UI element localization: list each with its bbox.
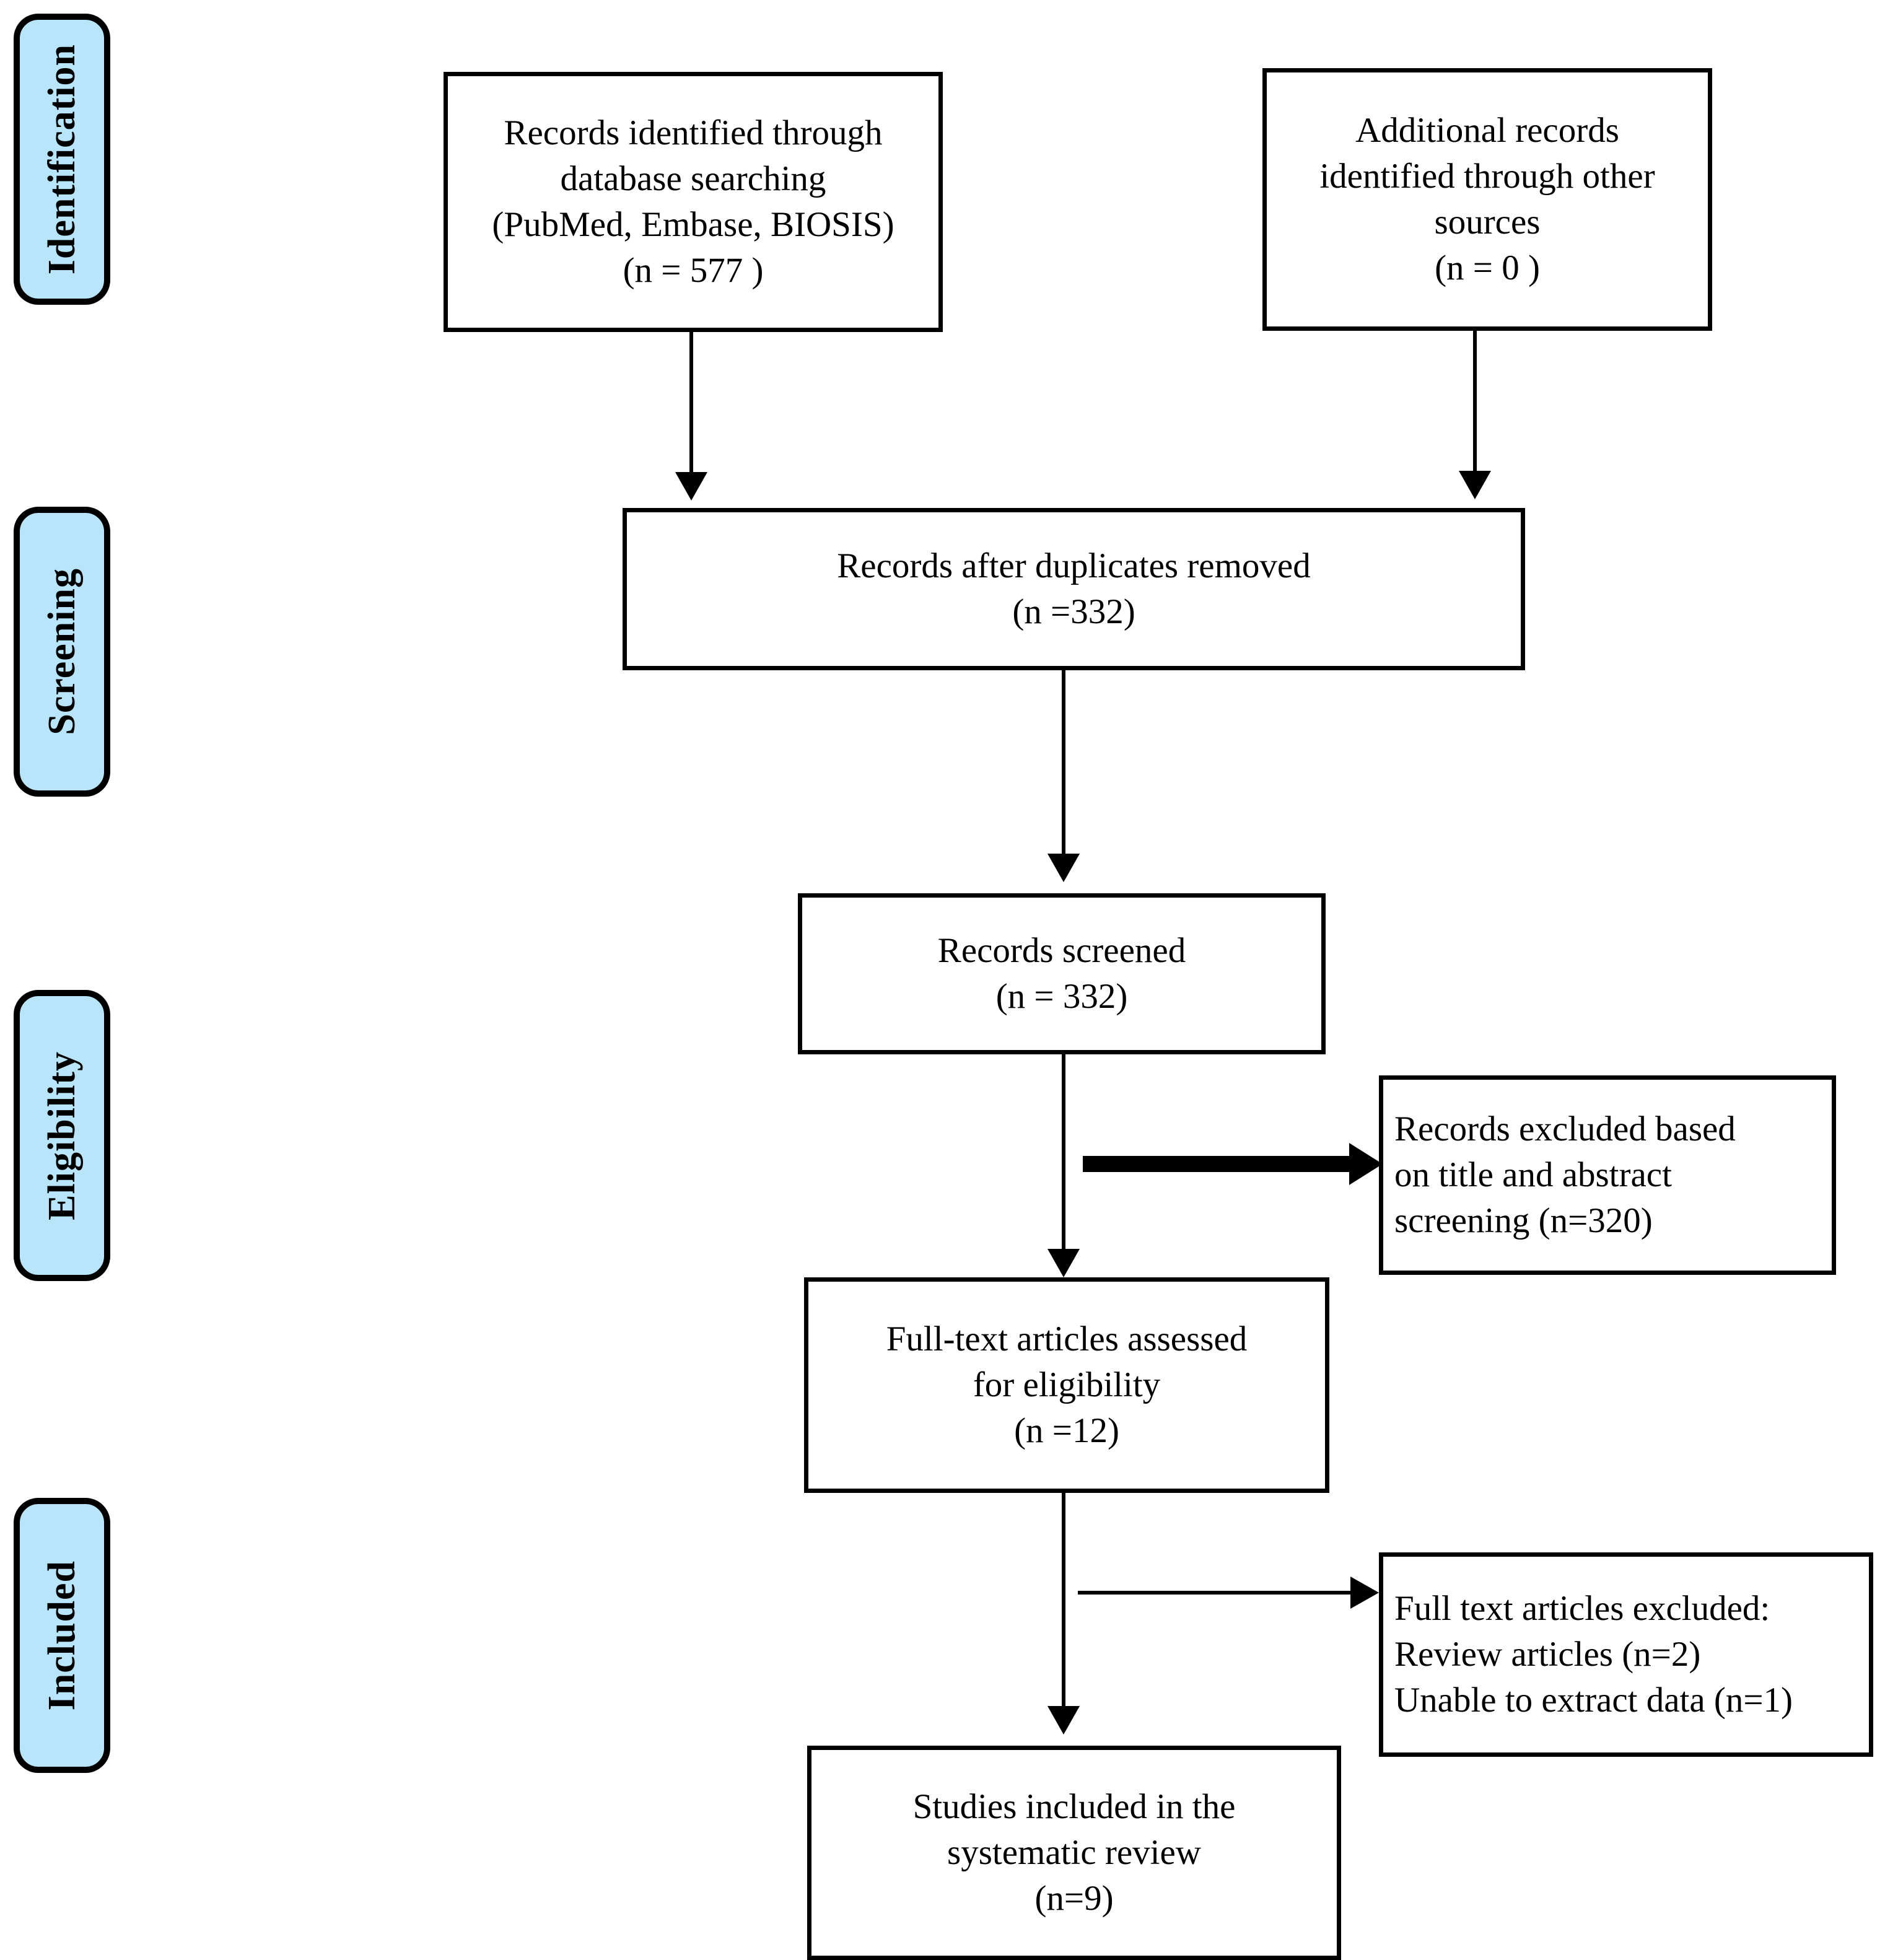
stage-label-identification: Identification: [14, 14, 110, 305]
stage-label-eligibility: Eligibility: [14, 990, 110, 1281]
connector-fulltext-to-included-line: [1062, 1493, 1065, 1710]
box-additional-records-text: Additional records identified through ot…: [1319, 110, 1655, 288]
stage-label-eligibility-text: Eligibility: [41, 1051, 83, 1220]
box-after-duplicates-text: Records after duplicates removed (n =332…: [837, 546, 1311, 631]
stage-label-identification-text: Identification: [41, 43, 83, 275]
connector-fulltext-to-excluded-line: [1078, 1591, 1354, 1595]
box-after-duplicates: Records after duplicates removed (n =332…: [623, 508, 1525, 670]
connector-additional-to-dedup-line: [1473, 331, 1477, 475]
connector-screened-to-fulltext-arrow: [1047, 1249, 1080, 1277]
box-studies-included: Studies included in the systematic revie…: [807, 1746, 1341, 1960]
box-studies-included-text: Studies included in the systematic revie…: [912, 1787, 1236, 1918]
box-fulltext-assessed-text: Full-text articles assessed for eligibil…: [886, 1319, 1248, 1451]
connector-identified-to-dedup-arrow: [675, 472, 707, 501]
connector-identified-to-dedup-line: [689, 332, 693, 476]
box-records-identified-text: Records identified through database sear…: [492, 113, 894, 291]
box-additional-records: Additional records identified through ot…: [1262, 68, 1712, 331]
box-fulltext-assessed: Full-text articles assessed for eligibil…: [804, 1277, 1329, 1493]
connector-screened-to-excluded-arrow: [1349, 1143, 1383, 1185]
connector-fulltext-to-included-arrow: [1047, 1706, 1080, 1735]
box-records-screened: Records screened (n = 332): [798, 893, 1326, 1054]
box-records-screened-text: Records screened (n = 332): [937, 930, 1186, 1016]
connector-fulltext-to-excluded-arrow: [1350, 1577, 1379, 1609]
connector-dedup-to-screened-arrow: [1047, 854, 1080, 882]
connector-additional-to-dedup-arrow: [1459, 471, 1491, 499]
box-fulltext-excluded-text: Full text articles excluded: Review arti…: [1394, 1588, 1793, 1720]
box-fulltext-excluded: Full text articles excluded: Review arti…: [1379, 1552, 1873, 1757]
connector-screened-to-fulltext-line: [1062, 1054, 1065, 1253]
stage-label-included: Included: [14, 1498, 110, 1773]
box-records-excluded: Records excluded based on title and abst…: [1379, 1075, 1836, 1275]
stage-label-screening: Screening: [14, 507, 110, 797]
stage-label-screening-text: Screening: [41, 568, 83, 735]
connector-screened-to-excluded-line: [1083, 1156, 1352, 1172]
box-records-excluded-text: Records excluded based on title and abst…: [1394, 1109, 1736, 1241]
connector-dedup-to-screened-line: [1062, 670, 1065, 856]
box-records-identified: Records identified through database sear…: [444, 72, 943, 332]
stage-label-included-text: Included: [41, 1560, 83, 1711]
